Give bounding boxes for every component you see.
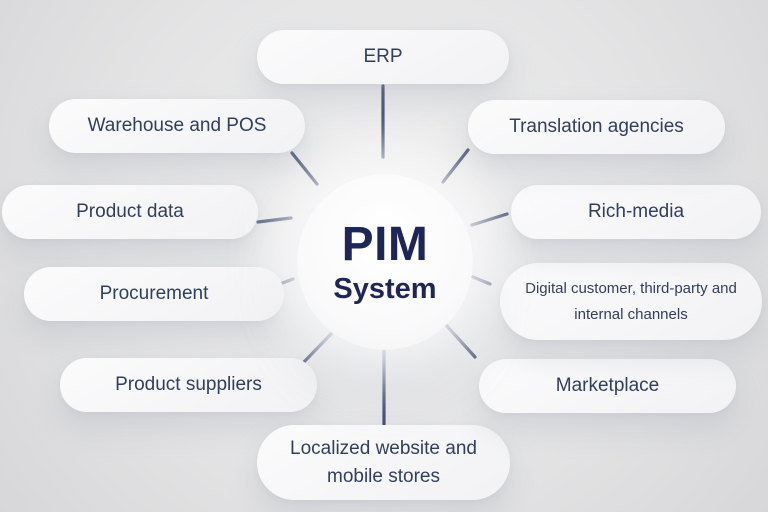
node-localized-website: Localized website and mobile stores	[257, 425, 510, 500]
connector-marketplace	[444, 323, 477, 359]
connector-product-suppliers	[301, 332, 333, 365]
node-localized-website-label: Localized website and mobile stores	[290, 437, 477, 487]
node-rich-media: Rich-media	[511, 185, 761, 239]
connector-product-data	[256, 216, 293, 224]
node-rich-media-label: Rich-media	[587, 201, 685, 223]
node-translation-agencies-label: Translation agencies	[509, 116, 684, 138]
connector-digital-channels	[471, 275, 492, 286]
node-product-suppliers: Product suppliers	[60, 358, 317, 412]
node-translation-agencies: Translation agencies	[468, 100, 725, 154]
node-warehouse-and-pos-label: Warehouse and POS	[87, 115, 267, 137]
node-digital-channels: Digital customer, third-party and intern…	[500, 263, 762, 340]
node-digital-channels-label: Digital customer, third-party and intern…	[525, 280, 737, 323]
node-warehouse-and-pos: Warehouse and POS	[49, 99, 305, 153]
node-product-suppliers-label: Product suppliers	[115, 374, 262, 396]
node-procurement-label: Procurement	[99, 283, 209, 305]
hub-subtitle: System	[333, 272, 437, 305]
node-product-data-label: Product data	[76, 201, 184, 223]
central-hub: PIM System	[297, 174, 473, 350]
node-marketplace-label: Marketplace	[555, 375, 660, 397]
node-product-data: Product data	[2, 185, 258, 239]
node-erp-label: ERP	[363, 46, 403, 68]
connector-warehouse-and-pos	[290, 151, 319, 186]
node-erp: ERP	[257, 30, 509, 84]
node-procurement: Procurement	[24, 267, 284, 321]
connector-rich-media	[470, 212, 509, 227]
node-marketplace: Marketplace	[479, 359, 736, 413]
connector-translation-agencies	[441, 148, 470, 184]
hub-title: PIM	[341, 217, 429, 271]
